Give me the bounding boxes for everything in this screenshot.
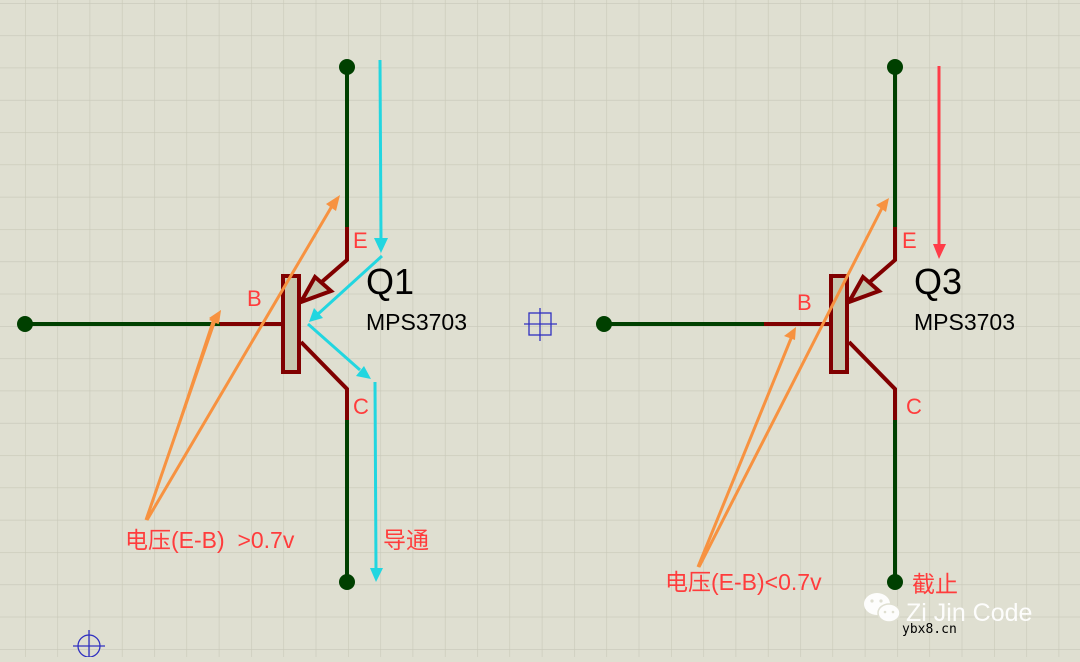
- q1-voltage-arrows: [144, 195, 340, 521]
- q3-state-label: 截止: [912, 571, 958, 597]
- cyan-arrow-icon: [309, 308, 323, 322]
- q1-voltage-annotation: 电压(E-B) >0.7v: [125, 527, 295, 553]
- q1-state-label: 导通: [383, 527, 429, 553]
- q1-pin-label-e: E: [353, 228, 368, 253]
- orange-arrow-icon: [784, 327, 796, 340]
- q1-body: [281, 274, 301, 374]
- q3-collector-node[interactable]: [887, 574, 903, 590]
- q1-pin-label-b: B: [247, 286, 262, 311]
- transistor-q1[interactable]: E B C Q1 MPS3703: [17, 59, 467, 590]
- q3-ref-designator: Q3: [914, 261, 962, 302]
- q1-ref-designator: Q1: [366, 261, 414, 302]
- q3-collector-pin: [847, 340, 897, 420]
- red-arrow-icon: [933, 244, 946, 259]
- orange-arrow-icon: [326, 195, 340, 211]
- q3-part-number: MPS3703: [914, 309, 1015, 335]
- q3-base-node[interactable]: [596, 316, 612, 332]
- q1-base-node[interactable]: [17, 316, 33, 332]
- watermark: Zi Jin Code ybx8.cn: [864, 593, 1032, 637]
- wechat-icon: [864, 593, 901, 623]
- q3-voltage-arrows: [696, 198, 889, 568]
- q3-current-arrow: [933, 66, 946, 259]
- q1-part-number: MPS3703: [366, 309, 467, 335]
- q3-pin-label-c: C: [906, 394, 922, 419]
- q3-voltage-annotation: 电压(E-B)<0.7v: [665, 569, 822, 595]
- q3-pin-label-e: E: [902, 228, 917, 253]
- q1-emitter-node[interactable]: [339, 59, 355, 75]
- q1-pin-label-c: C: [353, 394, 369, 419]
- q1-collector-node[interactable]: [339, 574, 355, 590]
- transistor-q3[interactable]: E B C Q3 MPS3703: [596, 59, 1015, 590]
- q1-emitter-arrow-icon: [296, 273, 335, 306]
- q3-emitter-node[interactable]: [887, 59, 903, 75]
- orange-arrow-icon: [876, 198, 889, 212]
- watermark-brand: Zi Jin Code: [906, 599, 1032, 627]
- cyan-arrow-icon: [370, 568, 383, 582]
- cyan-arrow-icon: [374, 238, 388, 253]
- q1-current-arrows: [307, 59, 388, 582]
- q3-emitter-arrow-icon: [844, 273, 883, 306]
- watermark-site: ybx8.cn: [902, 622, 957, 637]
- q1-collector-pin: [299, 340, 349, 420]
- q3-pin-label-b: B: [797, 290, 812, 315]
- origin-marker-icon: [524, 308, 557, 341]
- cyan-arrow-icon: [356, 366, 371, 379]
